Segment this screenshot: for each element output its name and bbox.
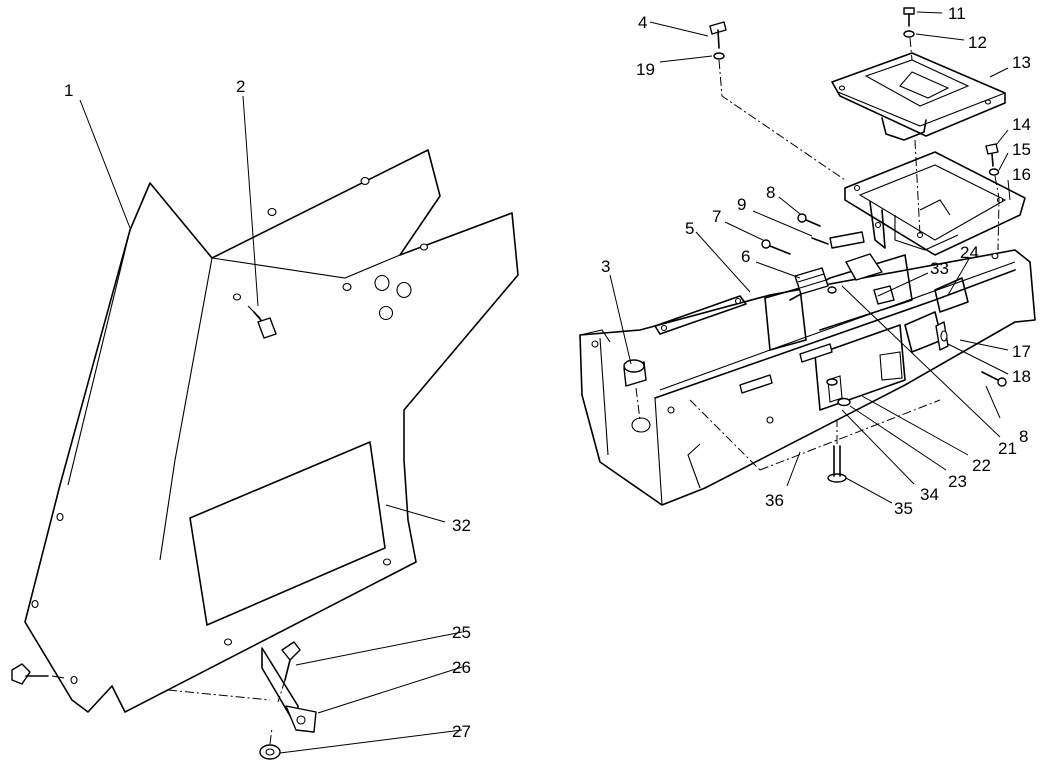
callout-24: 24 [960, 243, 979, 262]
bolt-35-part [827, 420, 847, 483]
callout-11: 11 [948, 4, 966, 23]
callout-21: 21 [998, 439, 1017, 458]
callout-1: 1 [64, 81, 73, 100]
bolt-8-part [797, 213, 821, 227]
bolt-18-part [981, 371, 1007, 387]
callout-25: 25 [452, 623, 471, 642]
bolt-4-part [709, 21, 846, 181]
bolt-14-part [985, 143, 1000, 251]
bolt-11-part [903, 7, 921, 236]
bolt-2-part [247, 305, 277, 339]
bumper-3-part [623, 359, 647, 421]
callout-2: 2 [236, 77, 245, 96]
bracket-24-part [904, 277, 969, 353]
callout-18: 18 [1012, 367, 1031, 386]
nut-27-part [259, 727, 281, 760]
callout-27: 27 [452, 722, 471, 741]
callout-23: 23 [948, 472, 967, 491]
callout-3: 3 [601, 257, 610, 276]
callout-12: 12 [968, 33, 987, 52]
callout-7: 7 [712, 207, 721, 226]
callout-8-lower: 8 [1019, 427, 1028, 446]
callout-32: 32 [452, 516, 471, 535]
bolt-25-part [277, 641, 301, 703]
callout-34: 34 [920, 485, 939, 504]
bolt-7-part [761, 239, 791, 255]
screw-9-part [811, 231, 865, 249]
callout-5: 5 [685, 219, 694, 238]
callout-19: 19 [636, 60, 655, 79]
washer-34-part [826, 378, 851, 407]
callout-35: 35 [894, 499, 913, 518]
callout-14: 14 [1012, 115, 1031, 134]
callout-9: 9 [737, 195, 746, 214]
mount-16-part [844, 151, 1026, 256]
callout-13: 13 [1012, 53, 1031, 72]
leader-lines [79, 11, 1011, 754]
cover-13-part [831, 52, 1006, 141]
strap-5-part [654, 295, 747, 335]
callout-4: 4 [638, 13, 647, 32]
callout-15: 15 [1012, 140, 1031, 159]
callout-36: 36 [765, 491, 784, 510]
callout-26: 26 [452, 658, 471, 677]
relay-6-part [794, 267, 837, 295]
callout-6: 6 [741, 247, 750, 266]
callout-17: 17 [1012, 342, 1031, 361]
front-panel-part [24, 149, 519, 713]
side-bolt-part [11, 663, 65, 685]
callout-22: 22 [972, 456, 991, 475]
bracket-26-part [167, 647, 317, 733]
callout-16: 16 [1012, 165, 1031, 184]
callout-labels: 1 2 3 4 5 6 7 8 8 9 11 12 13 14 15 16 17… [64, 4, 1031, 741]
callout-33: 33 [930, 259, 949, 278]
callout-8-upper: 8 [766, 183, 775, 202]
